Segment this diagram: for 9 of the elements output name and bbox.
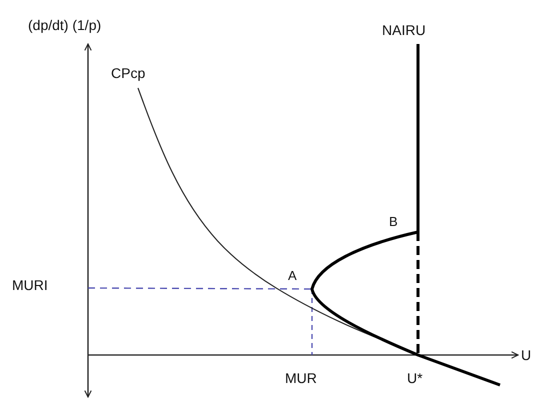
tick-label: MUR — [285, 371, 317, 385]
tick-label: U* — [407, 371, 423, 385]
axis-label: (dp/dt) (1/p) — [28, 18, 102, 32]
curve-label: CPcp — [111, 66, 146, 80]
point-label: A — [288, 269, 297, 282]
curve-label: NAIRU — [382, 23, 426, 37]
axis-label: U — [521, 348, 532, 362]
point-label: B — [389, 215, 398, 228]
tick-label: MURI — [12, 278, 48, 292]
